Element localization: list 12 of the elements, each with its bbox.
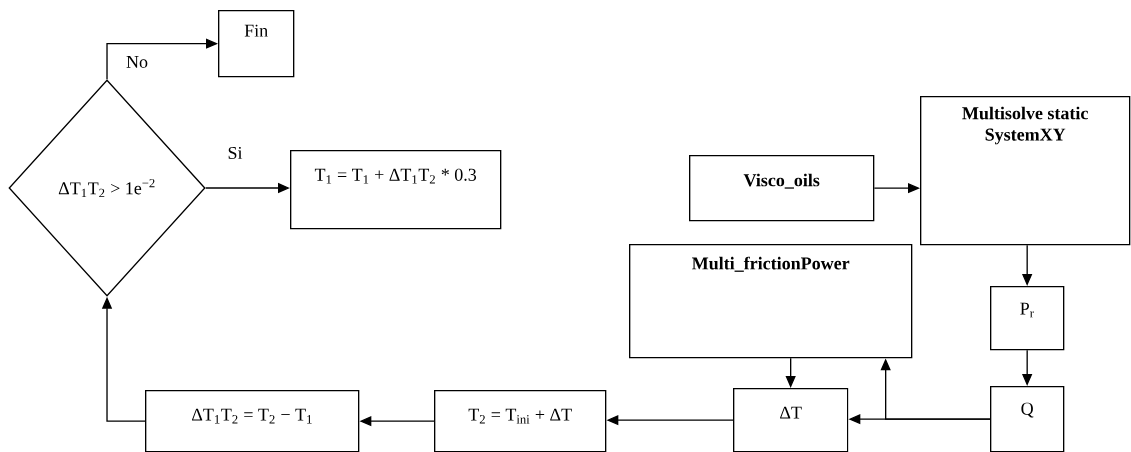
process-box: ΔT$_{1}$T$_{2}$ = T$_{2}$ − T$_{1}$ <box>145 390 360 452</box>
process-box: T$_{1}$ = T$_{1}$ + ΔT$_{1}$T$_{2}$ * 0.3 <box>290 150 502 230</box>
process-box: Multi_frictionPower <box>629 244 913 359</box>
process-box: Q <box>990 386 1065 452</box>
process-box: Visco_oils <box>689 155 875 222</box>
process-box: T$_{2}$ = T$_{ini}$ + ΔT <box>434 390 607 452</box>
process-box: P$_{r}$ <box>990 286 1065 351</box>
process-box: ΔT <box>733 388 849 452</box>
edge-label: No <box>124 54 150 70</box>
process-box: Fin <box>218 10 295 78</box>
process-box: Multisolve static SystemXY <box>920 96 1131 246</box>
edge-label: Si <box>226 145 244 161</box>
